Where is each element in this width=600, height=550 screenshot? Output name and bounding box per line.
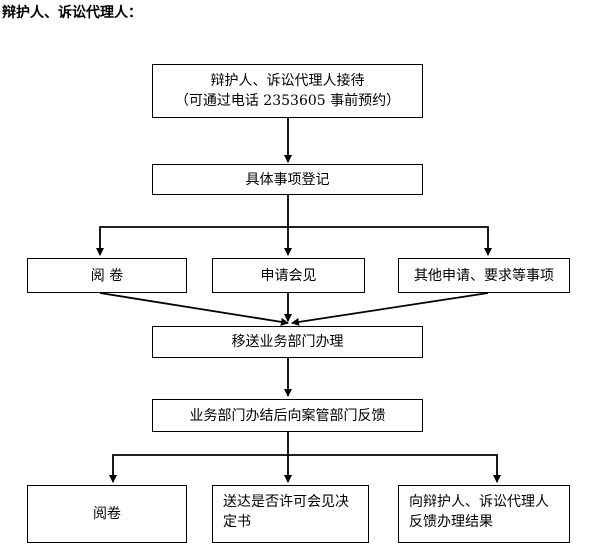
arrow-feedback-report: [288, 454, 501, 483]
read-files-label: 阅 卷: [90, 267, 124, 284]
transfer-label: 移送业务部门办理: [231, 334, 344, 350]
reception-line1: 辩护人、诉讼代理人接待: [210, 73, 365, 89]
other-requests-label: 其他申请、要求等事项: [414, 267, 554, 284]
feedback-label: 业务部门办结后向案管部门反馈: [189, 407, 386, 424]
register-box: 具体事项登记: [152, 164, 423, 195]
read-files-2-label: 阅卷: [93, 506, 121, 522]
transfer-box: 移送业务部门办理: [152, 326, 423, 358]
report-result-label: 向辩护人、诉讼代理人反馈办理结果: [409, 494, 549, 530]
deliver-decision-box: 送达是否许可会见决定书: [212, 485, 369, 543]
arrow-other-transfer: [291, 292, 489, 326]
arrow-feedback-readfiles2: [109, 454, 288, 483]
arrow-register-other: [288, 226, 492, 256]
page-heading: 辩护人、诉讼代理人：: [2, 5, 142, 21]
feedback-box: 业务部门办结后向案管部门反馈: [152, 399, 423, 432]
request-meeting-box: 申请会见: [212, 258, 365, 293]
other-requests-box: 其他申请、要求等事项: [398, 258, 570, 293]
deliver-decision-label: 送达是否许可会见决定书: [223, 494, 349, 530]
register-label: 具体事项登记: [245, 171, 330, 188]
reception-line2: （可通过电话 2353605 事前预约）: [174, 93, 401, 109]
report-result-box: 向辩护人、诉讼代理人反馈办理结果: [398, 485, 570, 543]
read-files-box: 阅 卷: [27, 258, 187, 293]
read-files-2-box: 阅卷: [27, 485, 187, 543]
request-meeting-label: 申请会见: [260, 267, 317, 284]
arrow-register-readfiles: [96, 226, 288, 256]
arrow-readfiles-transfer: [99, 292, 289, 326]
reception-box: 辩护人、诉讼代理人接待 （可通过电话 2353605 事前预约）: [152, 64, 423, 118]
